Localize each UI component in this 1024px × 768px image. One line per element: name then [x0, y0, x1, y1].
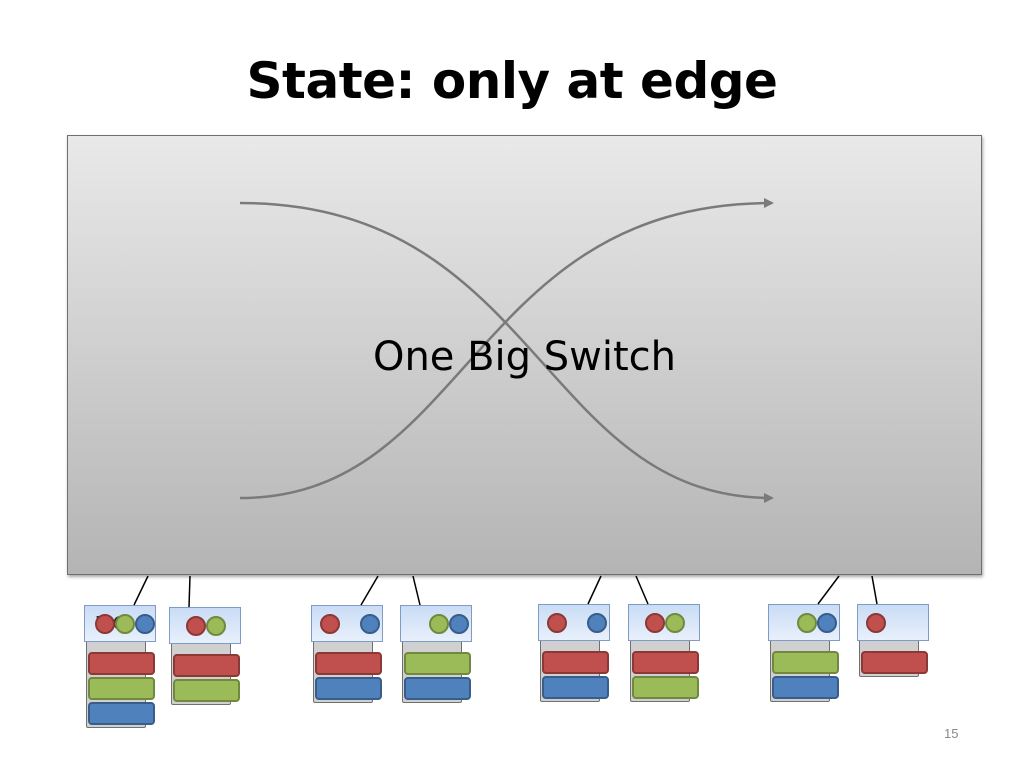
host-tag — [400, 605, 472, 642]
host-links — [133, 575, 878, 608]
host-link-line — [587, 575, 602, 605]
red-dot — [866, 613, 886, 633]
blue-dot — [135, 614, 155, 634]
red-block — [88, 652, 155, 675]
red-dot — [645, 613, 665, 633]
green-block — [772, 651, 839, 674]
slide-title: State: only at edge — [246, 52, 778, 110]
blue-block — [542, 676, 609, 699]
host-link-line — [133, 575, 149, 606]
red-block — [315, 652, 382, 675]
one-big-switch-box — [67, 135, 982, 575]
blue-dot — [817, 613, 837, 633]
red-dot — [320, 614, 340, 634]
blue-block — [88, 702, 155, 725]
green-block — [404, 652, 471, 675]
host-tag — [538, 604, 610, 641]
red-block — [861, 651, 928, 674]
flow-lower-left-to-upper-right — [239, 198, 774, 500]
red-block — [542, 651, 609, 674]
host-tag — [857, 604, 929, 641]
host-tag: F:O — [84, 605, 156, 642]
host-link-line — [412, 575, 421, 606]
host-tag — [311, 605, 383, 642]
red-block — [632, 651, 699, 674]
host-link-line — [871, 575, 878, 605]
green-dot — [665, 613, 685, 633]
red-dot — [95, 614, 115, 634]
blue-block — [404, 677, 471, 700]
host-link-line — [188, 575, 191, 608]
red-dot — [547, 613, 567, 633]
green-dot — [206, 616, 226, 636]
green-block — [632, 676, 699, 699]
blue-block — [772, 676, 839, 699]
green-block — [173, 679, 240, 702]
green-dot — [429, 614, 449, 634]
host-link-line — [635, 575, 649, 605]
switch-label: One Big Switch — [372, 334, 677, 380]
host-link-line — [817, 575, 840, 605]
host-link-line — [360, 575, 379, 606]
host-tag — [169, 607, 241, 644]
page-number: 15 — [944, 726, 959, 741]
green-dot — [115, 614, 135, 634]
red-dot — [186, 616, 206, 636]
green-block — [88, 677, 155, 700]
red-block — [173, 654, 240, 677]
flow-upper-left-to-lower-right — [239, 201, 774, 503]
blue-dot — [449, 614, 469, 634]
blue-dot — [587, 613, 607, 633]
green-dot — [797, 613, 817, 633]
host-tag — [628, 604, 700, 641]
blue-dot — [360, 614, 380, 634]
host-tag — [768, 604, 840, 641]
blue-block — [315, 677, 382, 700]
